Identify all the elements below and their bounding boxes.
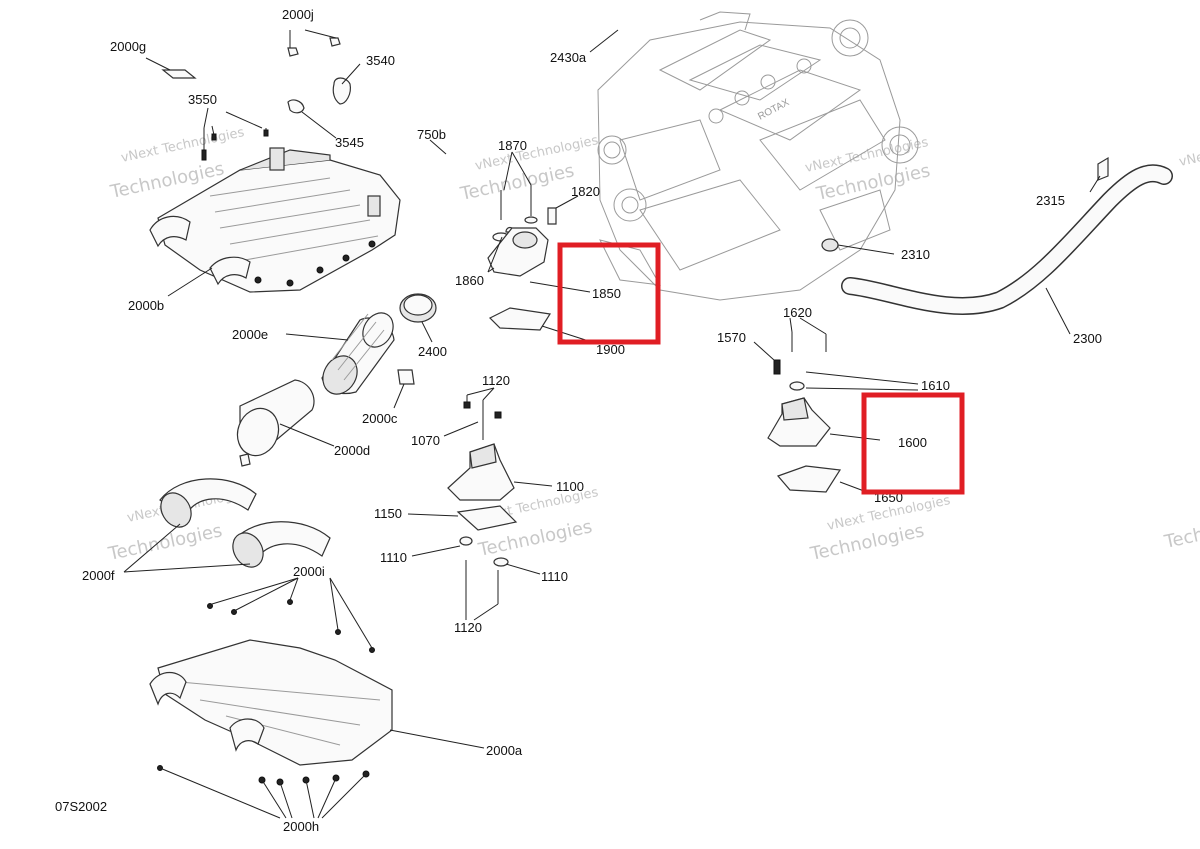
label-3550: 3550: [188, 92, 217, 107]
label-1110-left: 1110: [380, 550, 407, 565]
leader-lines: [123, 29, 1101, 819]
label-2000a: 2000a: [486, 743, 523, 758]
label-2000f: 2000f: [82, 568, 115, 583]
label-2300: 2300: [1073, 331, 1102, 346]
engine-mount-1850: [487, 185, 557, 331]
label-2000b: 2000b: [128, 298, 164, 313]
label-1820: 1820: [571, 184, 600, 199]
label-750b: 750b: [417, 127, 446, 142]
label-1120-bottom: 1120: [454, 620, 482, 635]
intake-manifold: [149, 147, 401, 293]
label-2000h: 2000h: [283, 819, 319, 834]
label-3545: 3545: [335, 135, 364, 150]
label-1600: 1600: [898, 435, 927, 450]
fitting-2000c: [397, 369, 415, 385]
label-1150: 1150: [374, 506, 402, 521]
label-1850: 1850: [592, 286, 621, 301]
label-2400: 2400: [418, 344, 447, 359]
label-2000c: 2000c: [362, 411, 398, 426]
air-box-lower: [149, 599, 393, 786]
label-2000g: 2000g: [110, 39, 146, 54]
label-1100: 1100: [556, 479, 584, 494]
label-1900: 1900: [596, 342, 625, 357]
watermark-line2: Technologies: [808, 520, 926, 565]
label-2000e: 2000e: [232, 327, 268, 342]
engine-mount-1100: [447, 395, 518, 604]
label-1110-right: 1110: [541, 569, 568, 584]
watermark-line2: Technologies: [1162, 508, 1200, 553]
label-1120-top: 1120: [482, 373, 510, 388]
part-labels: 2000j 2000g 3540 3550 3545 2430a 750b 18…: [55, 7, 1102, 834]
engine-mount-1600: [767, 332, 842, 493]
watermark-line1: vNext Technologies: [120, 125, 246, 166]
label-2430a: 2430a: [550, 50, 587, 65]
label-1620: 1620: [783, 305, 812, 320]
label-2000j: 2000j: [282, 7, 314, 22]
label-3540: 3540: [366, 53, 395, 68]
label-1070: 1070: [411, 433, 440, 448]
highlight-box-1600: [861, 392, 965, 495]
intake-elbows: [159, 478, 331, 568]
seal-3540: [332, 77, 351, 105]
label-2310: 2310: [901, 247, 930, 262]
watermark-line2: Technologies: [106, 520, 224, 565]
label-2315: 2315: [1036, 193, 1065, 208]
coolant-hose: [821, 156, 1173, 315]
highlight-boxes: [557, 242, 965, 495]
intake-tubes: [236, 293, 437, 467]
label-1870: 1870: [498, 138, 527, 153]
label-1860: 1860: [455, 273, 484, 288]
gasket-2000g: [161, 69, 197, 79]
watermark-line1: vNext Technologies: [1178, 129, 1200, 170]
seal-3545: [287, 99, 305, 114]
engine-block: ROTAX: [597, 11, 919, 301]
label-2000d: 2000d: [334, 443, 370, 458]
engine-brand-text: ROTAX: [756, 97, 791, 123]
label-1570: 1570: [717, 330, 746, 345]
small-parts-top-left: [161, 37, 351, 161]
figure-code: 07S2002: [55, 799, 107, 814]
highlight-box-1850: [557, 242, 661, 345]
label-1610: 1610: [921, 378, 950, 393]
label-2000i: 2000i: [293, 564, 325, 579]
